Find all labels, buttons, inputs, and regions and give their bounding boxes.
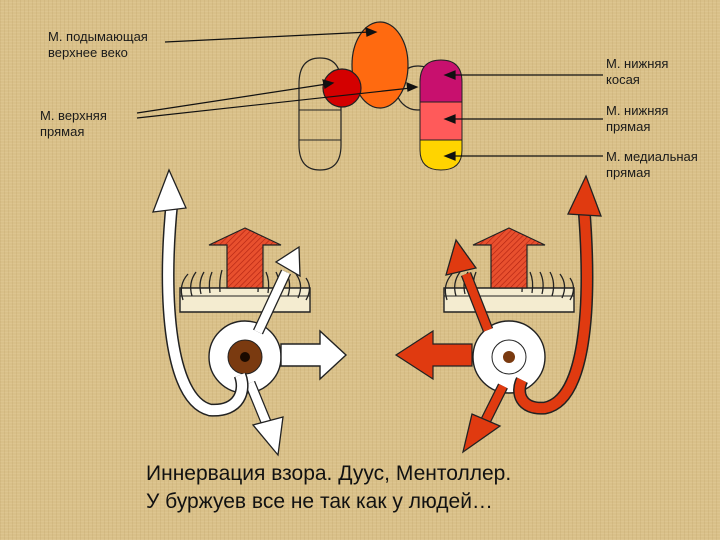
superior-rectus-pointer-1 (136, 83, 328, 114)
caption-line1: Иннервация взора. Дуус, Ментоллер. (146, 462, 512, 485)
left-curved-arrow (152, 168, 249, 417)
superior-rectus-label-line2: прямая (40, 124, 85, 139)
superior-rectus-label-line1: М. верхняя (40, 108, 107, 123)
left-diagonal-up-arrow (253, 245, 301, 335)
right-up-arrow (472, 227, 546, 289)
superior-rectus-muscle (322, 68, 362, 108)
inferior-oblique-label: М. нижняя косая (606, 56, 668, 88)
right-diagonal-down-arrow (461, 383, 508, 454)
caption: Иннервация взора. Дуус, Ментоллер. У бур… (146, 460, 511, 516)
inferior-oblique-muscle (419, 59, 463, 103)
inferior-rectus-label-line1: М. нижняя (606, 103, 669, 118)
inferior-rectus-muscle (419, 101, 463, 141)
levator-pointer (164, 31, 371, 43)
levator-muscle (351, 21, 409, 109)
medial-rectus-muscle (419, 139, 463, 171)
superior-rectus-label: М. верхняя прямая (40, 108, 107, 140)
left-pupil (240, 352, 250, 362)
inferior-oblique-label-line1: М. нижняя (606, 56, 669, 71)
left-capsule-outline (298, 57, 342, 171)
right-diagonal-up-arrow (445, 238, 494, 333)
left-right-arrow (280, 329, 348, 381)
left-diagonal-down-arrow (244, 380, 284, 457)
medial-rectus-label: М. медиальная прямая (606, 149, 698, 181)
inferior-rectus-label-line2: прямая (606, 119, 651, 134)
right-left-arrow (394, 329, 473, 381)
medial-rectus-label-line1: М. медиальная (606, 149, 698, 164)
levator-label-line2: верхнее веко (48, 45, 128, 60)
medial-rectus-label-line2: прямая (606, 165, 651, 180)
levator-label-line1: М. подымающая (48, 29, 148, 44)
left-up-arrow (208, 227, 282, 289)
right-curved-arrow (513, 174, 602, 415)
caption-line2: У буржуев все не так как у людей… (146, 490, 493, 513)
superior-rectus-pointer-2 (136, 87, 412, 119)
levator-label: М. подымающая верхнее веко (48, 29, 148, 61)
inferior-rectus-label: М. нижняя прямая (606, 103, 668, 135)
right-pupil (503, 351, 515, 363)
inferior-oblique-label-line2: косая (606, 72, 640, 87)
